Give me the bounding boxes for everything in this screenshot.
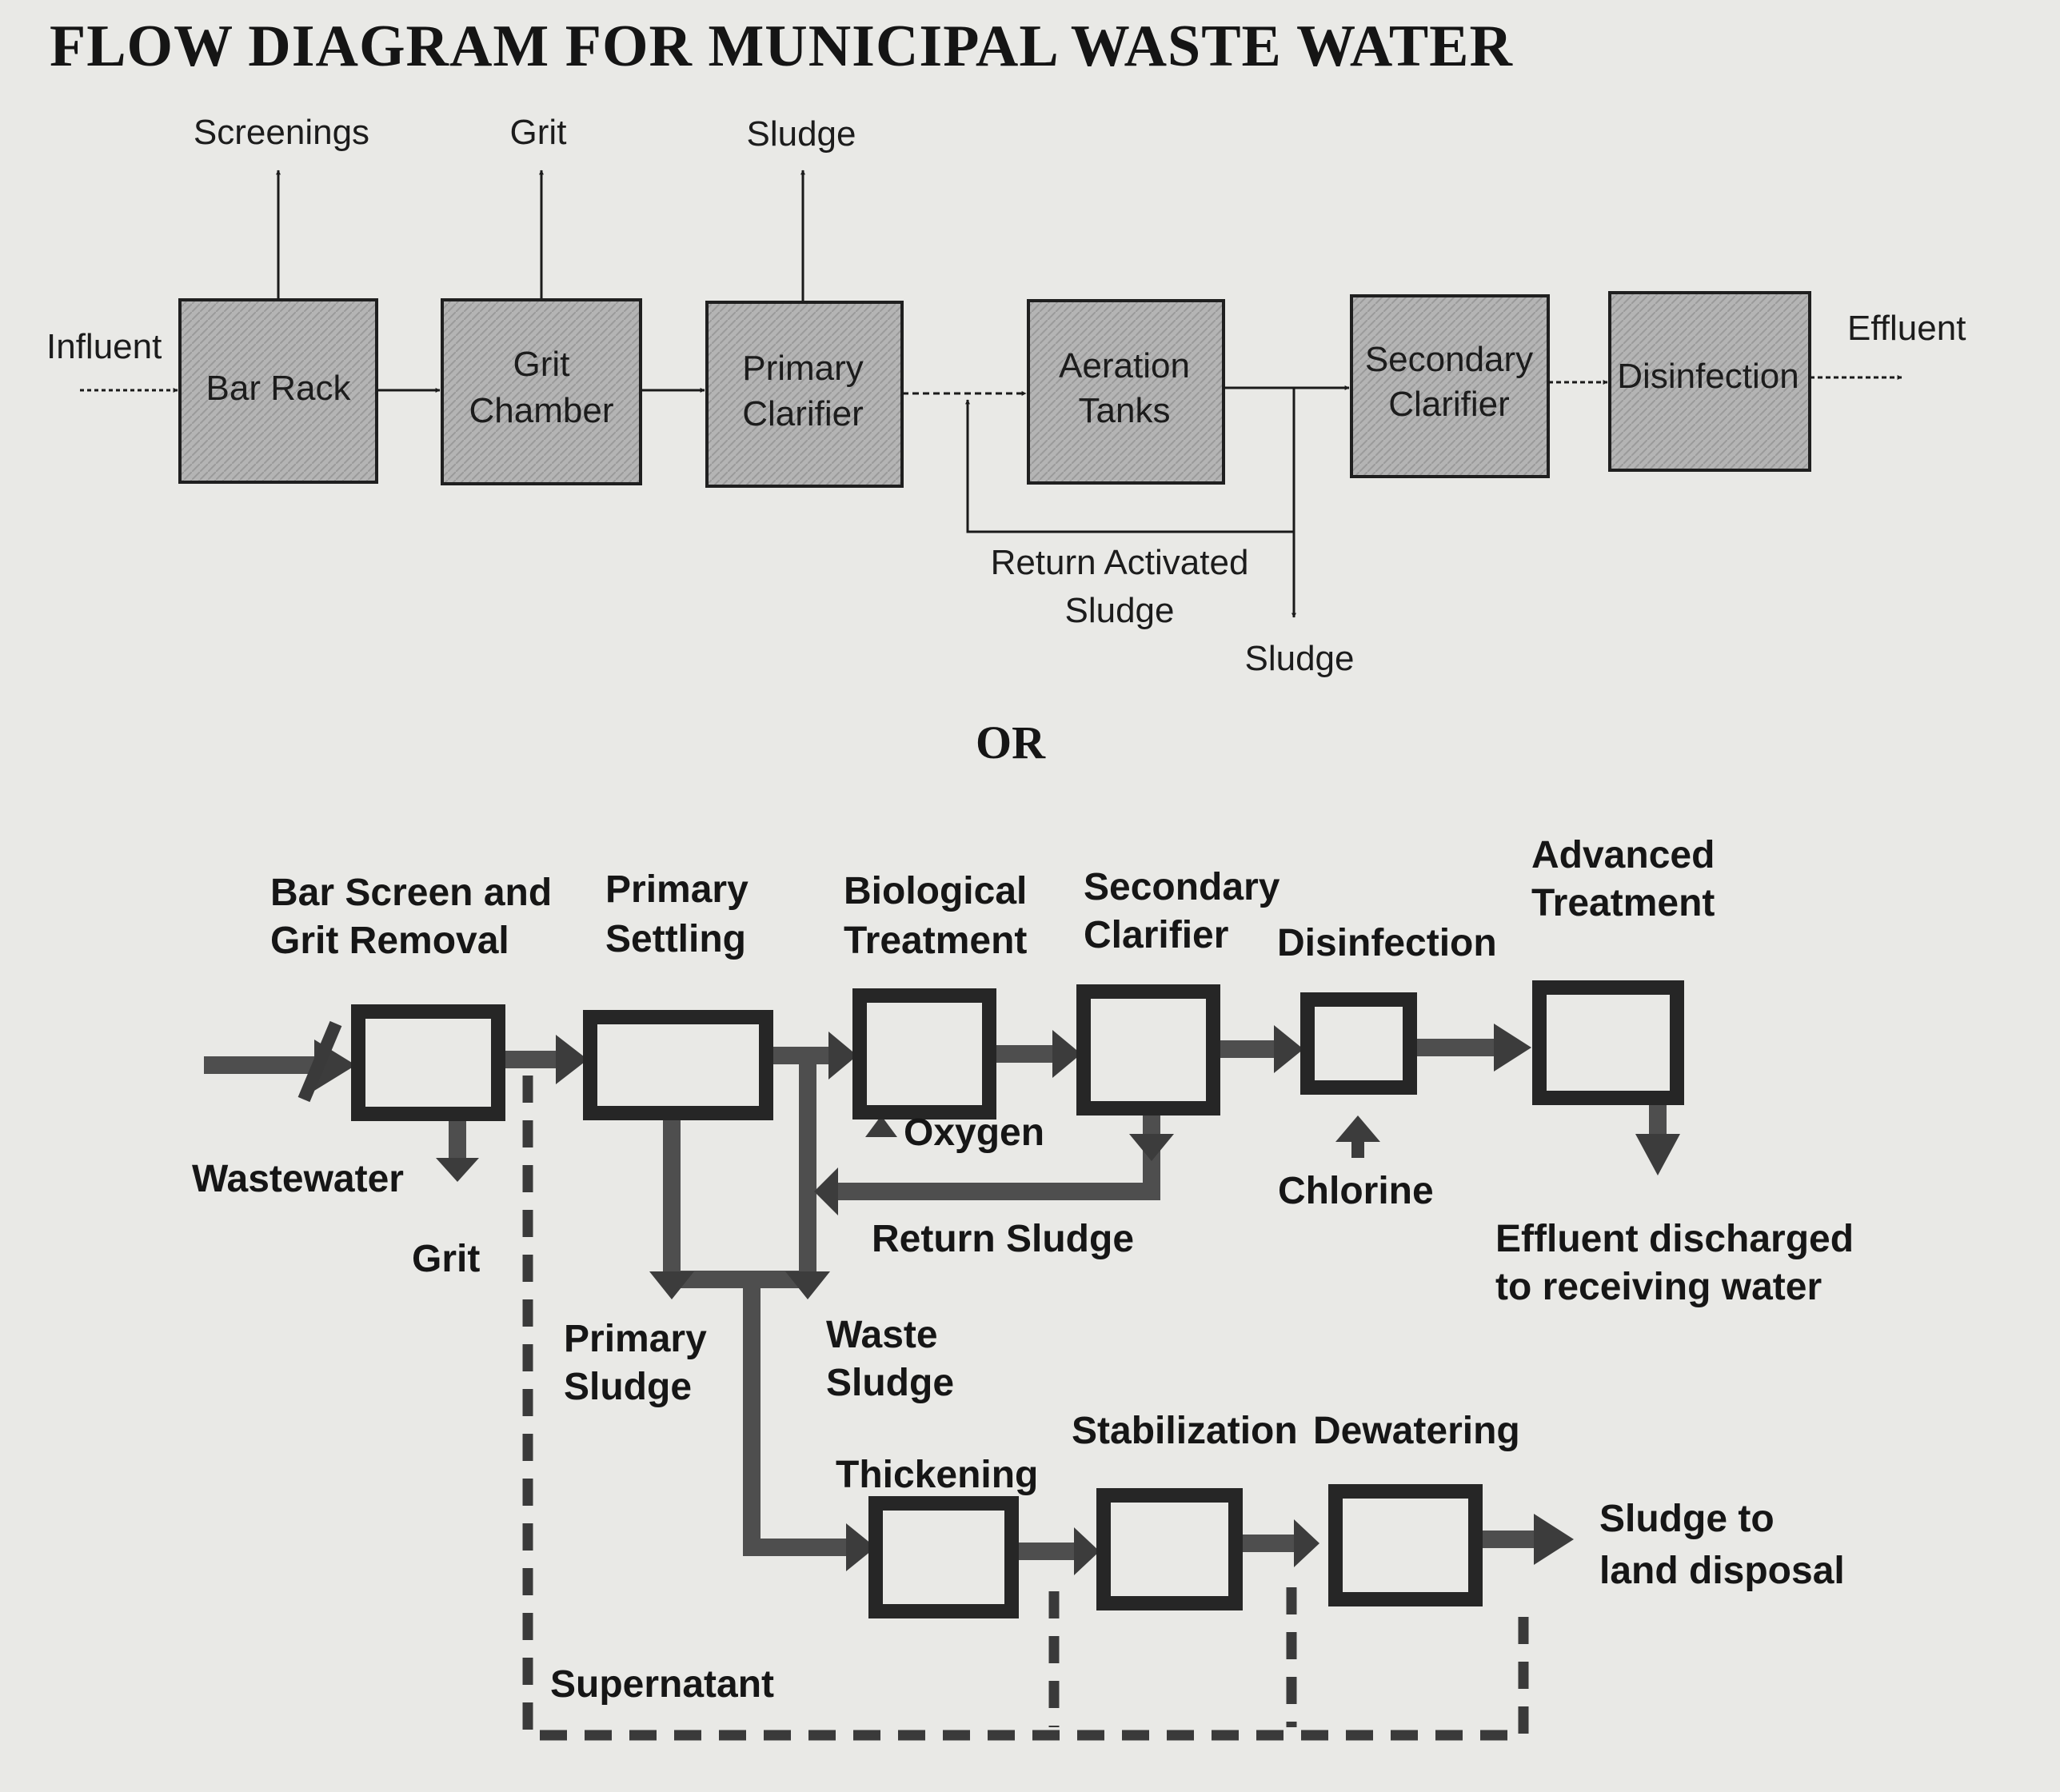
d2-thickening-label: Thickening — [836, 1454, 1038, 1496]
d2-inlet-slash — [297, 1020, 342, 1103]
d2-sludge-disposal-label-1: Sludge to — [1599, 1498, 1775, 1540]
d2-grit-label: Grit — [412, 1238, 480, 1280]
d2-arrowhead-chlorine — [1335, 1116, 1380, 1142]
d2-secondary-label-2: Clarifier — [1084, 914, 1228, 956]
d2-labels: Bar Screen and Grit Removal Primary Sett… — [192, 834, 1854, 1706]
d2-primary-sludge-label-1: Primary — [564, 1318, 707, 1360]
d2-box-biological — [852, 988, 996, 1120]
d2-advanced-label-1: Advanced — [1531, 834, 1715, 876]
d1-unit-primary-clarifier: Primary Clarifier — [705, 301, 904, 488]
d1-primary-clarifier-label-2: Clarifier — [742, 394, 864, 433]
d1-unit-disinfection: Disinfection — [1608, 291, 1811, 472]
d2-bar-screen-label-1: Bar Screen and — [270, 872, 552, 914]
d1-return-label-2: Sludge — [1064, 591, 1174, 630]
d2-supernatant-lines — [522, 1076, 1529, 1741]
d2-arrowhead-dew — [1294, 1519, 1319, 1567]
d2-disinfection-label: Disinfection — [1277, 922, 1497, 964]
diagram-2: Bar Screen and Grit Removal Primary Sett… — [192, 834, 1854, 1741]
d2-waste-sludge-label-2: Sludge — [826, 1362, 954, 1404]
d2-arrowhead-3 — [1052, 1030, 1081, 1078]
d2-arrowhead-4 — [1274, 1025, 1303, 1073]
d1-sludge-label: Sludge — [746, 114, 856, 154]
d2-arrowhead-secondary-down — [1129, 1134, 1174, 1161]
d1-secondary-clarifier-label-2: Clarifier — [1388, 385, 1510, 424]
d1-flow-arrows — [80, 170, 1902, 618]
d2-primary-settling-label-1: Primary — [605, 868, 749, 911]
d1-aeration-tanks-label-1: Aeration — [1059, 346, 1190, 385]
d2-return-sludge-label: Return Sludge — [872, 1218, 1134, 1260]
d1-screenings-label: Screenings — [194, 113, 369, 152]
d1-return-label-1: Return Activated — [991, 543, 1249, 582]
d1-grit-label: Grit — [510, 113, 567, 152]
d2-arrowhead-land — [1534, 1514, 1574, 1565]
d2-advanced-label-2: Treatment — [1531, 882, 1715, 924]
d2-supernatant-main — [522, 1076, 1529, 1741]
d2-flow-lines — [204, 1039, 1667, 1560]
d2-primary-settling-label-2: Settling — [605, 918, 746, 960]
d2-waste-sludge-label-1: Waste — [826, 1314, 938, 1356]
d2-box-disinfection — [1300, 992, 1417, 1095]
d2-arrowhead-effluent — [1635, 1134, 1680, 1175]
d1-unit-bar-rack: Bar Rack — [178, 298, 378, 484]
d2-biological-label-2: Treatment — [844, 920, 1027, 962]
d2-arrowhead-stab — [1074, 1527, 1100, 1575]
d2-chlorine-label: Chlorine — [1278, 1170, 1434, 1212]
d2-arrowhead-waste — [785, 1271, 830, 1299]
d2-arrowhead-1 — [556, 1035, 588, 1084]
or-separator: OR — [976, 716, 1045, 768]
d2-arrowhead-2 — [828, 1032, 857, 1080]
d1-unit-grit-chamber: Grit Chamber — [441, 298, 642, 485]
d2-dewatering-label: Dewatering — [1313, 1410, 1520, 1452]
d1-disinfection-label: Disinfection — [1617, 357, 1799, 396]
d2-supernatant-label: Supernatant — [550, 1663, 774, 1706]
d2-sludge-disposal-label-2: land disposal — [1599, 1550, 1845, 1592]
d2-primary-sludge-label-2: Sludge — [564, 1366, 692, 1408]
d2-arrowheads — [314, 1024, 1680, 1575]
d2-line-to-thickening — [743, 1279, 848, 1556]
d2-arrowhead-oxygen — [865, 1116, 897, 1137]
d2-box-stabilization — [1096, 1488, 1243, 1610]
d2-box-advanced — [1532, 980, 1684, 1105]
d2-secondary-label-1: Secondary — [1084, 866, 1280, 908]
d1-aeration-tanks-label-2: Tanks — [1079, 391, 1171, 430]
diagram-1: Bar Rack Grit Chamber Primary Clarifier … — [46, 113, 1966, 678]
d2-oxygen-label: Oxygen — [904, 1112, 1044, 1154]
d2-boxes — [351, 980, 1684, 1618]
d2-arrowhead-grit — [436, 1158, 479, 1182]
d2-box-secondary — [1076, 984, 1220, 1116]
d2-box-primary-settling — [583, 1010, 773, 1120]
d2-wastewater-label: Wastewater — [192, 1158, 404, 1200]
d2-effluent-label-2: to receiving water — [1495, 1266, 1822, 1308]
d2-biological-label-1: Biological — [844, 870, 1027, 912]
main-title: FLOW DIAGRAM FOR MUNICIPAL WASTE WATER — [50, 14, 1513, 79]
d1-secondary-clarifier-label-1: Secondary — [1365, 340, 1533, 379]
d1-bar-rack-label: Bar Rack — [206, 369, 352, 408]
d1-grit-chamber-label-2: Chamber — [469, 391, 614, 430]
d1-unit-secondary-clarifier: Secondary Clarifier — [1350, 294, 1550, 478]
d2-arrowhead-thick — [846, 1523, 876, 1571]
d1-primary-clarifier-label-1: Primary — [742, 349, 864, 388]
d1-waste-sludge-label: Sludge — [1244, 639, 1354, 678]
d1-unit-aeration-tanks: Aeration Tanks — [1027, 299, 1225, 485]
d2-arrowhead-5 — [1494, 1024, 1531, 1072]
d2-box-thickening — [868, 1496, 1019, 1618]
d2-effluent-label-1: Effluent discharged — [1495, 1218, 1854, 1260]
d2-box-bar-screen — [351, 1004, 505, 1121]
d1-grit-chamber-label-1: Grit — [513, 345, 570, 384]
d1-influent-label: Influent — [46, 327, 162, 366]
d2-arrowhead-primary — [649, 1271, 694, 1299]
d1-effluent-label: Effluent — [1847, 309, 1966, 348]
d2-stabilization-label: Stabilization — [1072, 1410, 1298, 1452]
d2-bar-screen-label-2: Grit Removal — [270, 920, 509, 962]
d2-box-dewatering — [1328, 1484, 1483, 1606]
d2-arrowhead-return — [814, 1167, 838, 1215]
